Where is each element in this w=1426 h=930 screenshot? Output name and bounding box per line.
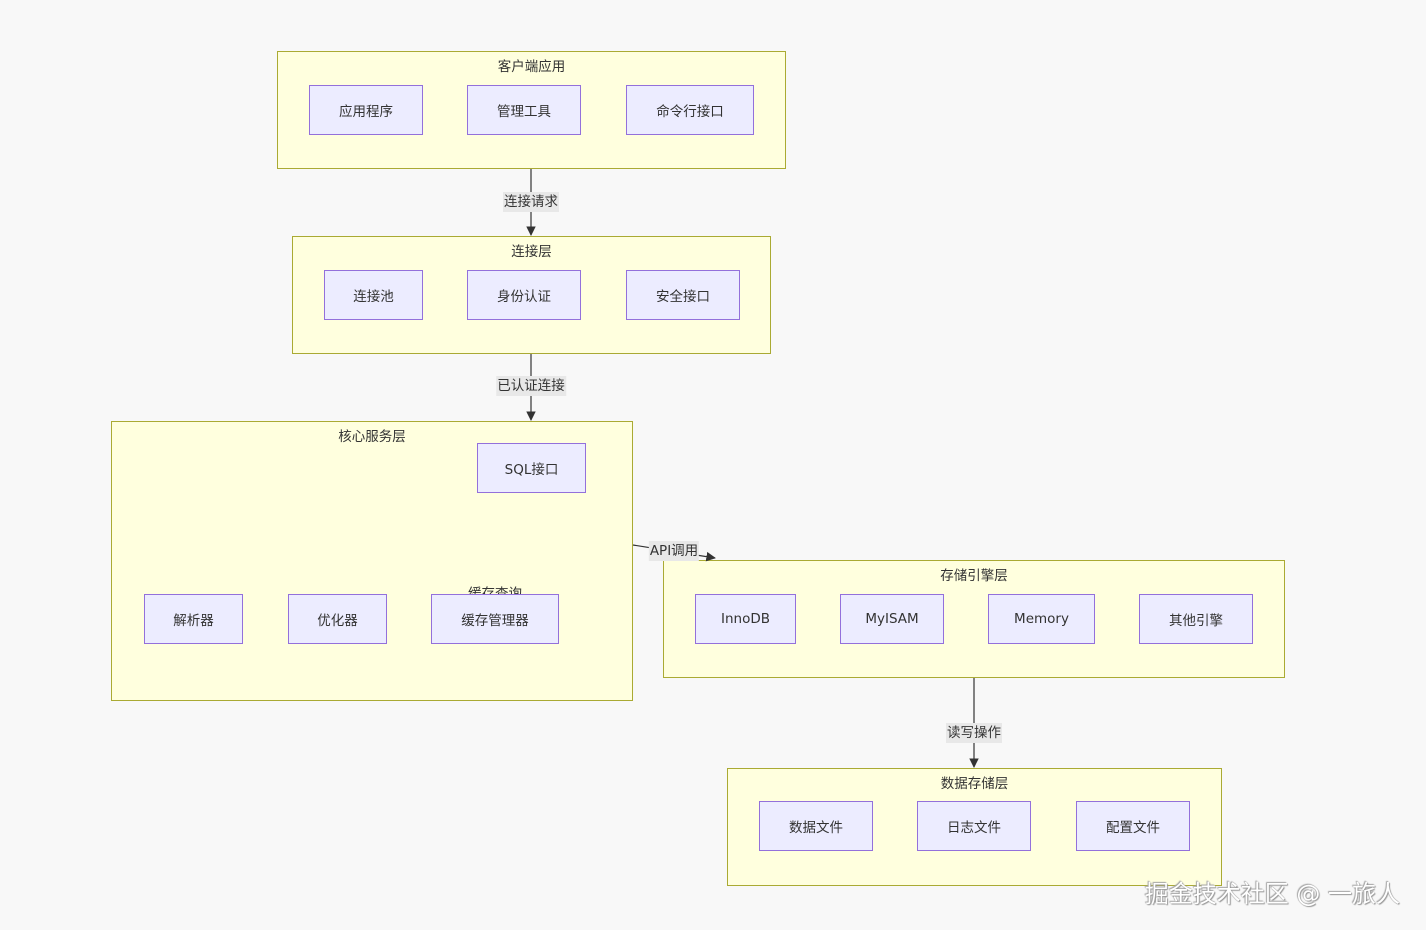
edge-label-read-write: 读写操作 (946, 723, 1002, 743)
node-application[interactable]: 应用程序 (309, 85, 423, 135)
node-log-files[interactable]: 日志文件 (917, 801, 1031, 851)
cluster-title-core-service-layer: 核心服务层 (338, 429, 406, 445)
node-optimizer[interactable]: 优化器 (288, 594, 387, 644)
node-data-files[interactable]: 数据文件 (759, 801, 873, 851)
node-other-engines[interactable]: 其他引擎 (1139, 594, 1253, 644)
node-sql-interface[interactable]: SQL接口 (477, 443, 586, 493)
cluster-title-client-app: 客户端应用 (497, 59, 566, 75)
cluster-title-data-storage-layer: 数据存储层 (940, 776, 1009, 792)
edge-label-cache-query: 缓存查询 (468, 586, 522, 594)
node-cli[interactable]: 命令行接口 (626, 85, 754, 135)
node-parser[interactable]: 解析器 (144, 594, 243, 644)
node-memory[interactable]: Memory (988, 594, 1095, 644)
node-security-interface[interactable]: 安全接口 (626, 270, 740, 320)
edge-label-api-call: API调用 (648, 541, 700, 561)
node-innodb[interactable]: InnoDB (695, 594, 796, 644)
node-admin-tools[interactable]: 管理工具 (467, 85, 581, 135)
node-connection-pool[interactable]: 连接池 (324, 270, 423, 320)
node-authentication[interactable]: 身份认证 (467, 270, 581, 320)
node-config-files[interactable]: 配置文件 (1076, 801, 1190, 851)
cluster-title-connection-layer: 连接层 (511, 244, 552, 260)
edge-label-authenticated-connection: 已认证连接 (496, 376, 566, 396)
node-myisam[interactable]: MyISAM (840, 594, 944, 644)
cluster-title-storage-engine-layer: 存储引擎层 (940, 568, 1008, 584)
watermark: 掘金技术社区 @ 一旅人 (1144, 880, 1400, 908)
node-cache-manager[interactable]: 缓存管理器 (431, 594, 559, 644)
edge-label-connection-request: 连接请求 (503, 192, 559, 212)
